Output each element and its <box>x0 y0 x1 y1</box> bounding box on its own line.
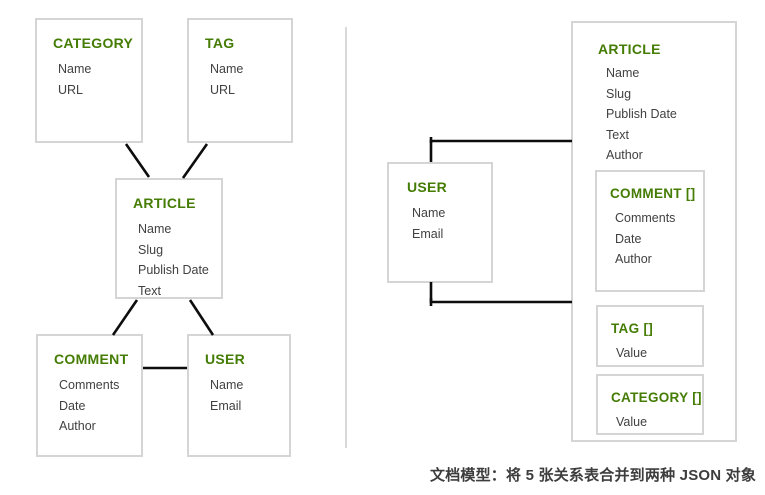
field-email: Email <box>210 398 242 413</box>
tag-array-subdocument: TAG [] Value <box>596 305 704 367</box>
comment-table-fields: Comments Date Author <box>59 375 135 437</box>
article-document-fields: Name Slug Publish Date Text Author <box>606 63 729 166</box>
line-article-user <box>188 299 215 336</box>
field-slug: Slug <box>138 242 164 257</box>
field-url: URL <box>58 82 84 97</box>
field-date: Date <box>615 231 642 246</box>
comment-array-subdocument: COMMENT [] Comments Date Author <box>595 170 705 292</box>
user-document-title: USER <box>407 179 448 195</box>
field-comments: Comments <box>59 378 120 392</box>
field-publish-date: Publish Date <box>138 263 209 277</box>
tag-array-fields: Value <box>616 343 698 364</box>
comment-array-title: COMMENT [] <box>610 186 696 201</box>
field-name: Name <box>606 66 640 80</box>
field-slug: Slug <box>606 86 632 101</box>
field-author: Author <box>615 252 652 266</box>
field-author: Author <box>59 419 96 433</box>
article-table: ARTICLE Name Slug Publish Date Text <box>115 178 223 299</box>
user-table-title: USER <box>205 351 246 367</box>
category-array-subdocument: CATEGORY [] Value <box>596 374 704 435</box>
panel-divider <box>345 27 347 448</box>
field-value: Value <box>616 415 648 429</box>
connector-user-to-comment-author <box>429 282 572 304</box>
line-category-article <box>124 143 151 178</box>
user-table: USER Name Email <box>187 334 291 457</box>
user-document-fields: Name Email <box>412 203 485 244</box>
field-author: Author <box>606 148 643 162</box>
line-tag-article <box>181 143 209 179</box>
category-array-title: CATEGORY [] <box>611 390 702 405</box>
field-text: Text <box>606 127 629 142</box>
field-name: Name <box>58 62 92 76</box>
field-name: Name <box>210 378 244 392</box>
field-email: Email <box>412 226 444 241</box>
comment-table-title: COMMENT <box>54 351 129 367</box>
article-table-fields: Name Slug Publish Date Text <box>138 219 215 301</box>
field-name: Name <box>138 222 172 236</box>
comment-table: COMMENT Comments Date Author <box>36 334 143 457</box>
field-url: URL <box>210 82 236 97</box>
category-array-fields: Value <box>616 412 698 433</box>
tag-table-fields: Name URL <box>210 59 285 100</box>
category-table: CATEGORY Name URL <box>35 18 143 143</box>
connector-user-to-article-author <box>429 139 572 162</box>
user-table-fields: Name Email <box>210 375 283 416</box>
tag-array-title: TAG [] <box>611 321 654 336</box>
diagram-caption: 文档模型：将 5 张关系表合并到两种 JSON 对象 <box>430 467 757 484</box>
article-document: ARTICLE Name Slug Publish Date Text Auth… <box>571 21 737 442</box>
tag-table: TAG Name URL <box>187 18 293 143</box>
line-article-comment <box>111 299 139 336</box>
field-comments: Comments <box>615 211 676 225</box>
category-table-fields: Name URL <box>58 59 135 100</box>
field-publish-date: Publish Date <box>606 107 677 121</box>
user-document: USER Name Email <box>387 162 493 283</box>
field-date: Date <box>59 398 86 413</box>
field-name: Name <box>412 206 446 220</box>
tag-table-title: TAG <box>205 35 235 51</box>
field-value: Value <box>616 346 648 360</box>
category-table-title: CATEGORY <box>53 35 134 51</box>
article-document-title: ARTICLE <box>598 41 661 57</box>
field-text: Text <box>138 283 161 298</box>
article-table-title: ARTICLE <box>133 195 196 211</box>
field-name: Name <box>210 62 244 76</box>
comment-array-fields: Comments Date Author <box>615 208 699 270</box>
